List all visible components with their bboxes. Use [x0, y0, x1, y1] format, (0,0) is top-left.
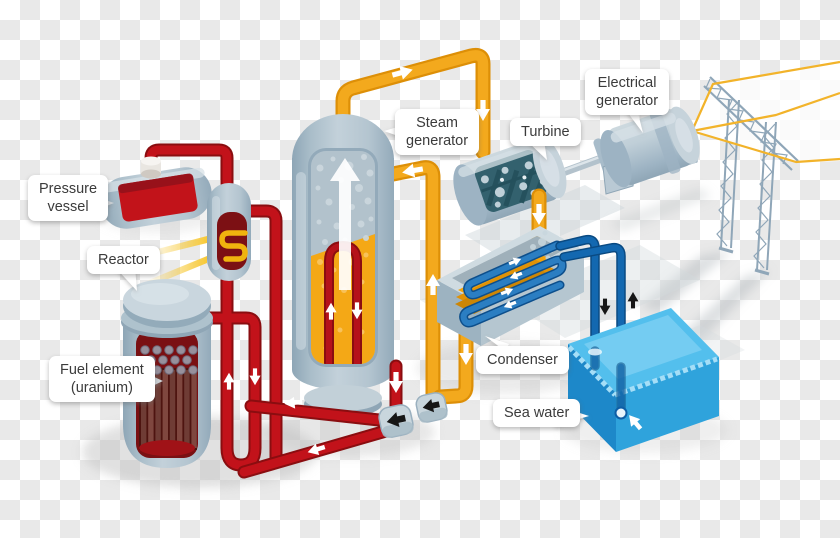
intake-mouth	[614, 406, 628, 420]
condenser	[437, 226, 584, 346]
condenser-interior	[455, 230, 567, 328]
pressure-vessel	[100, 156, 212, 229]
label-fuel-element: Fuel element (uranium)	[49, 356, 155, 403]
sea-water-basin	[567, 308, 719, 452]
primary-pipes	[144, 143, 283, 472]
heater-coil	[219, 230, 248, 262]
steam-generator	[292, 114, 394, 417]
turbine	[453, 137, 567, 226]
pylon-glow	[692, 61, 840, 163]
heater-vessel	[207, 183, 251, 281]
steam-pipes	[335, 47, 491, 406]
label-electrical-generator: Electrical generator	[585, 69, 670, 116]
label-condenser: Condenser	[476, 346, 569, 375]
label-pressure-vessel: Pressure vessel	[28, 175, 109, 222]
label-reactor-text: Reactor	[98, 252, 149, 268]
power-lines	[690, 60, 840, 164]
steam-flow-arrow	[330, 158, 360, 290]
label-pressure-vessel-text: Pressure vessel	[39, 181, 98, 216]
label-turbine: Turbine	[510, 118, 581, 147]
label-electrical-generator-text: Electrical generator	[596, 75, 659, 110]
label-condenser-text: Condenser	[487, 352, 558, 368]
cooling-pipes	[555, 234, 626, 372]
label-steam-generator: Steam generator	[395, 109, 480, 156]
label-fuel-element-text: Fuel element (uranium)	[60, 362, 144, 397]
steam-generator-interior	[311, 154, 375, 364]
feedwater-pump	[415, 392, 448, 423]
label-turbine-text: Turbine	[521, 124, 570, 140]
label-steam-generator-text: Steam generator	[406, 115, 469, 150]
electrical-generator	[600, 106, 700, 195]
coolant-pump	[378, 404, 414, 438]
label-reactor: Reactor	[87, 246, 160, 275]
label-sea-water-text: Sea water	[504, 405, 570, 421]
fuel-rods	[139, 345, 198, 456]
label-sea-water: Sea water	[493, 399, 581, 428]
